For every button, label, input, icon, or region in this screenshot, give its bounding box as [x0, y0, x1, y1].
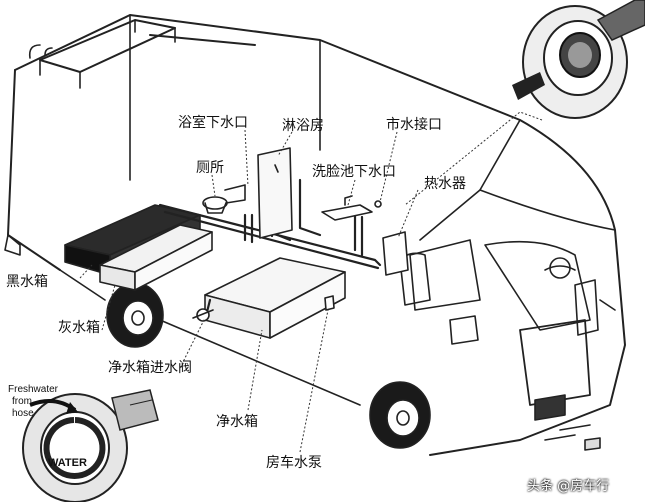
water-heater-shape	[382, 231, 409, 276]
label-sink-drain: 洗脸池下水口	[312, 164, 396, 180]
freshwater-fill-inset	[22, 389, 159, 502]
front-wheel	[369, 381, 431, 449]
rv-body	[4, 14, 626, 456]
label-fresh-tank-inlet-valve: 净水箱进水阀	[108, 360, 192, 376]
grey-water-tank-shape	[99, 224, 213, 291]
toilet-shape	[202, 184, 246, 214]
shower-stall	[257, 147, 293, 239]
city-inlet-port	[374, 200, 382, 208]
label-fresh-water-tank: 净水箱	[216, 414, 258, 430]
watermark: 头条 @房车行	[527, 479, 610, 494]
label-black-water-tank: 黑水箱	[6, 274, 48, 290]
inset-cap-text: WATER	[48, 457, 87, 469]
city-water-fitting-inset	[512, 0, 645, 119]
label-bathroom-drain: 浴室下水口	[178, 115, 248, 131]
label-shower-room: 淋浴房	[282, 118, 324, 134]
label-toilet: 厕所	[196, 160, 224, 176]
pump-shape	[324, 295, 335, 311]
roof-rack	[28, 19, 256, 89]
leader-lines	[79, 111, 543, 453]
inset-freshwater-line2: from	[12, 396, 32, 407]
sink-shape	[321, 195, 373, 221]
inset-freshwater-line1: Freshwater	[8, 384, 59, 395]
label-grey-water-tank: 灰水箱	[58, 320, 100, 336]
label-city-water-inlet: 市水接口	[386, 117, 442, 133]
inset-freshwater-line3: hose	[12, 408, 34, 419]
rear-wheel	[106, 282, 164, 348]
fresh-water-tank-shape	[204, 257, 346, 339]
label-water-heater: 热水器	[424, 176, 466, 192]
label-rv-water-pump: 房车水泵	[266, 455, 322, 471]
